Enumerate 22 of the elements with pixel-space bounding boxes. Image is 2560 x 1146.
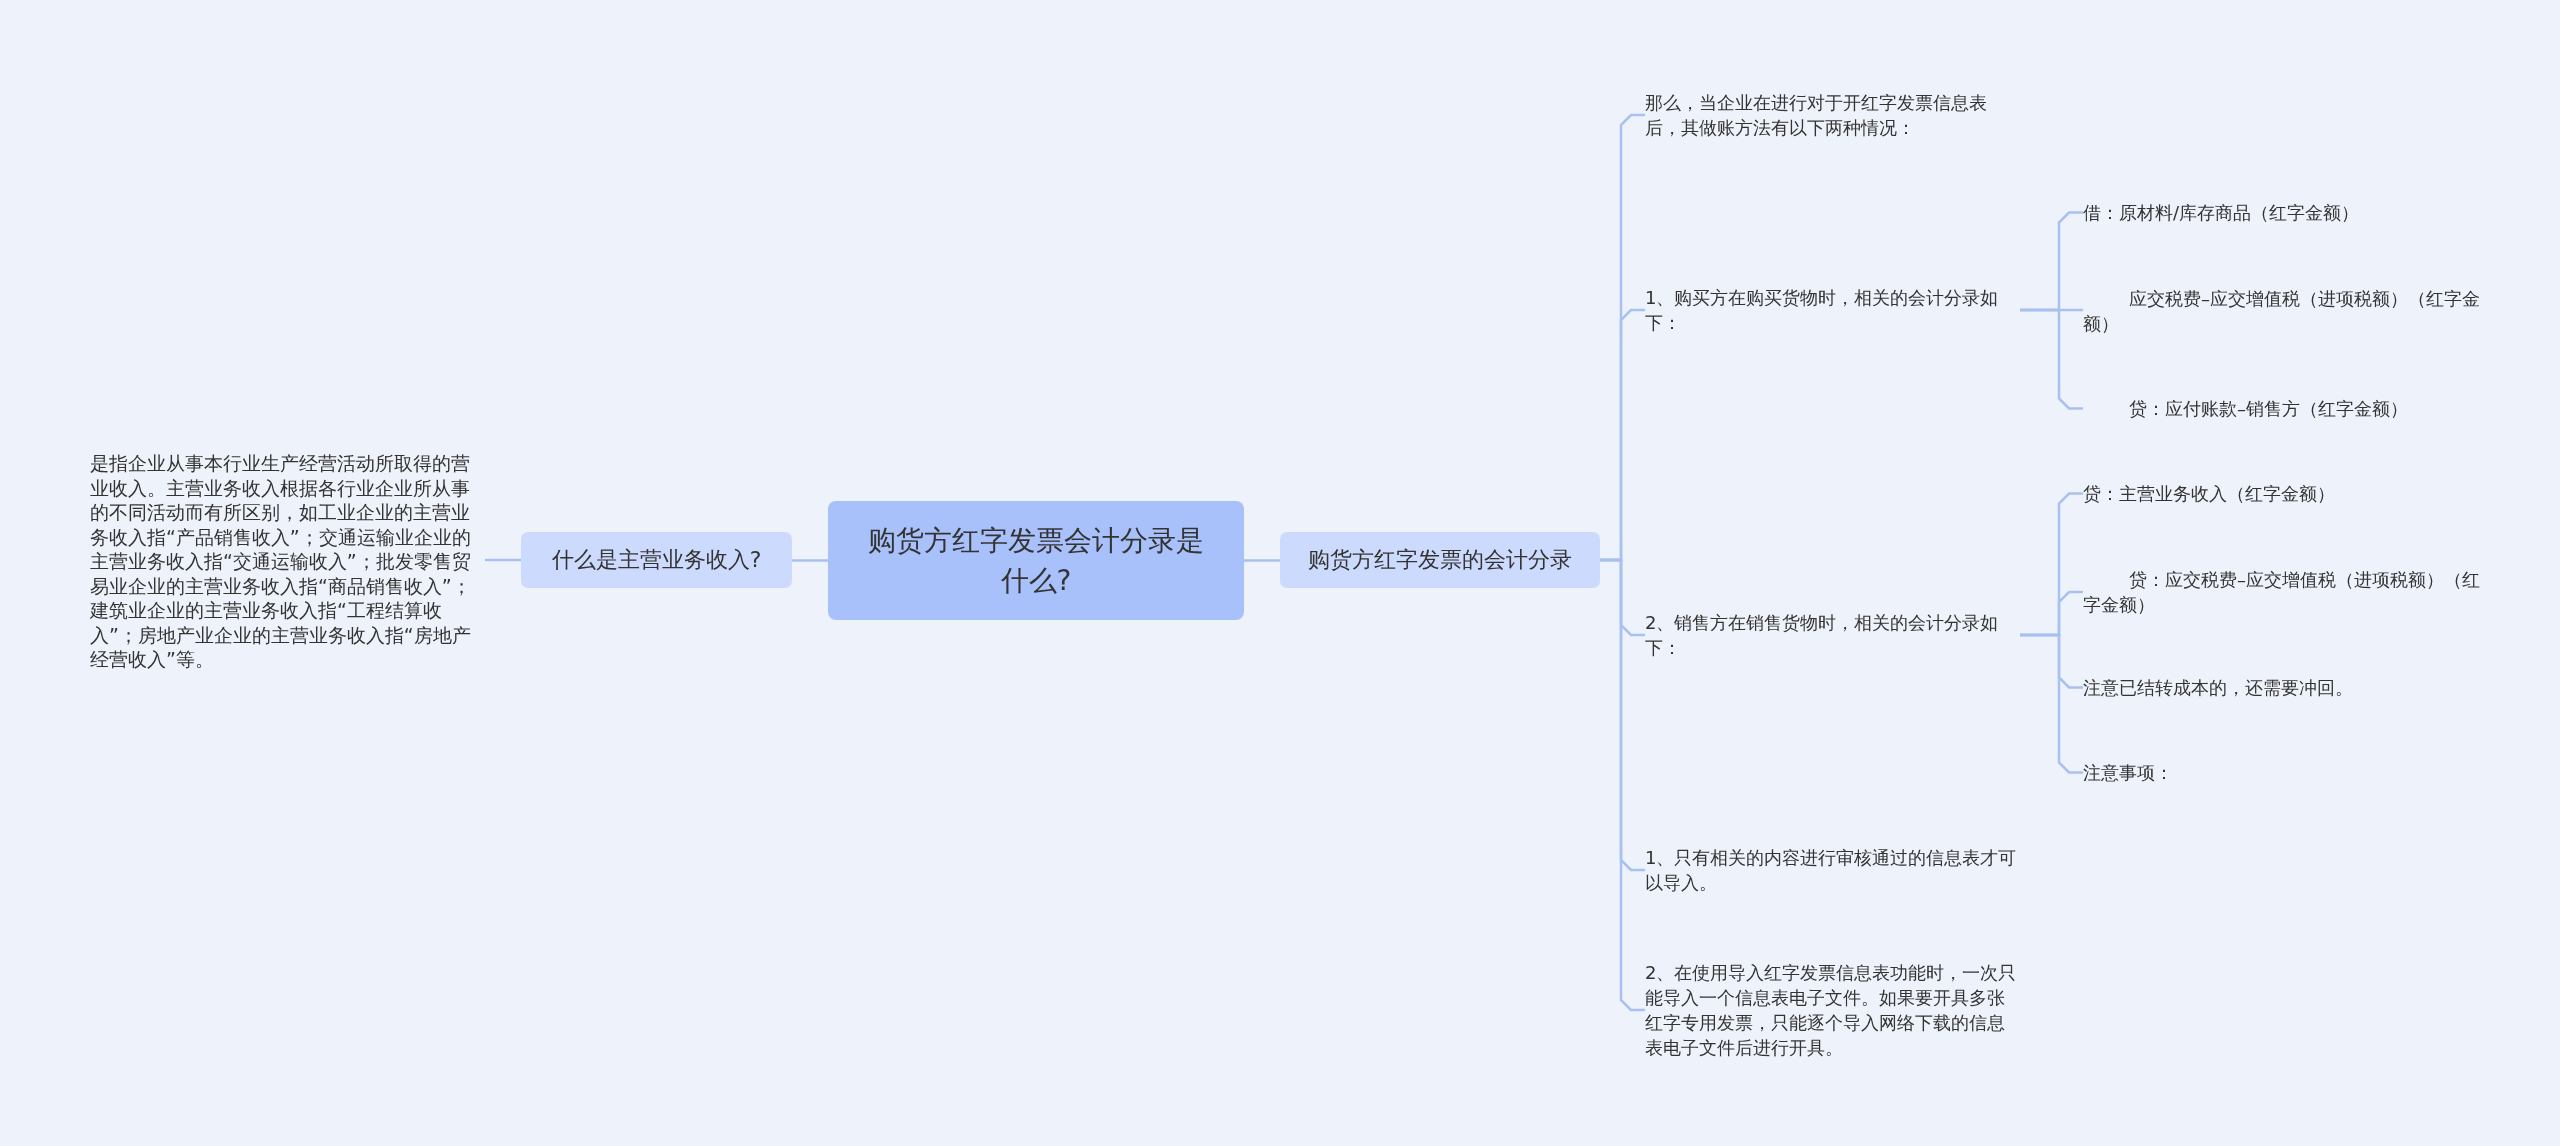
topic-text: 贷：应交税费–应交增值税（进项税额）（红字金额） xyxy=(2083,567,2483,617)
topic-text: 1、购买方在购买货物时，相关的会计分录如下： xyxy=(1645,285,2020,335)
topic-text: 借：原材料/库存商品（红字金额） xyxy=(2083,200,2503,225)
topic-box: 购货方红字发票的会计分录 xyxy=(1280,532,1600,588)
connector-line xyxy=(2020,633,2083,774)
topic-text: 应交税费–应交增值税（进项税额）（红字金额） xyxy=(2083,286,2483,336)
topic-text: 注意事项： xyxy=(2083,760,2503,785)
topic-text: 是指企业从事本行业生产经营活动所取得的营业收入。主营业务收入根据各行业企业所从事的不同活动而有所区别，如工业企业的主营业务收入指“产品销售收入”；交通运输业企业的主营业务收入指“交通运输收入”；批发零售贸易业企业的主营业务收入指“商品销售收入”；建筑业企业的主营业务收入指“工程结算收入”；房地产业企业的主营业务收入指“房地产经营收入”等。 xyxy=(90,451,485,672)
topic-text: 那么，当企业在进行对于开红字发票信息表后，其做账方法有以下两种情况： xyxy=(1645,90,2020,140)
topic-text: 注意已结转成本的，还需要冲回。 xyxy=(2083,675,2503,700)
central-topic: 购货方红字发票会计分录是什么? xyxy=(828,501,1244,620)
topic-text: 贷：应付账款–销售方（红字金额） xyxy=(2083,396,2503,421)
topic-text: 2、在使用导入红字发票信息表功能时，一次只能导入一个信息表电子文件。如果要开具多张红字专用发票，只能逐个导入网络下载的信息表电子文件后进行开具。 xyxy=(1645,960,2020,1060)
topic-box: 什么是主营业务收入? xyxy=(521,532,792,588)
connector-line xyxy=(792,559,828,562)
connector-line xyxy=(485,558,521,562)
connector-line xyxy=(2020,308,2083,410)
connector-line xyxy=(1244,559,1280,562)
connector-line xyxy=(1600,558,1645,1012)
topic-text: 2、销售方在销售货物时，相关的会计分录如下： xyxy=(1645,610,2020,660)
topic-text: 1、只有相关的内容进行审核通过的信息表才可以导入。 xyxy=(1645,845,2020,895)
topic-text: 贷：主营业务收入（红字金额） xyxy=(2083,481,2503,506)
